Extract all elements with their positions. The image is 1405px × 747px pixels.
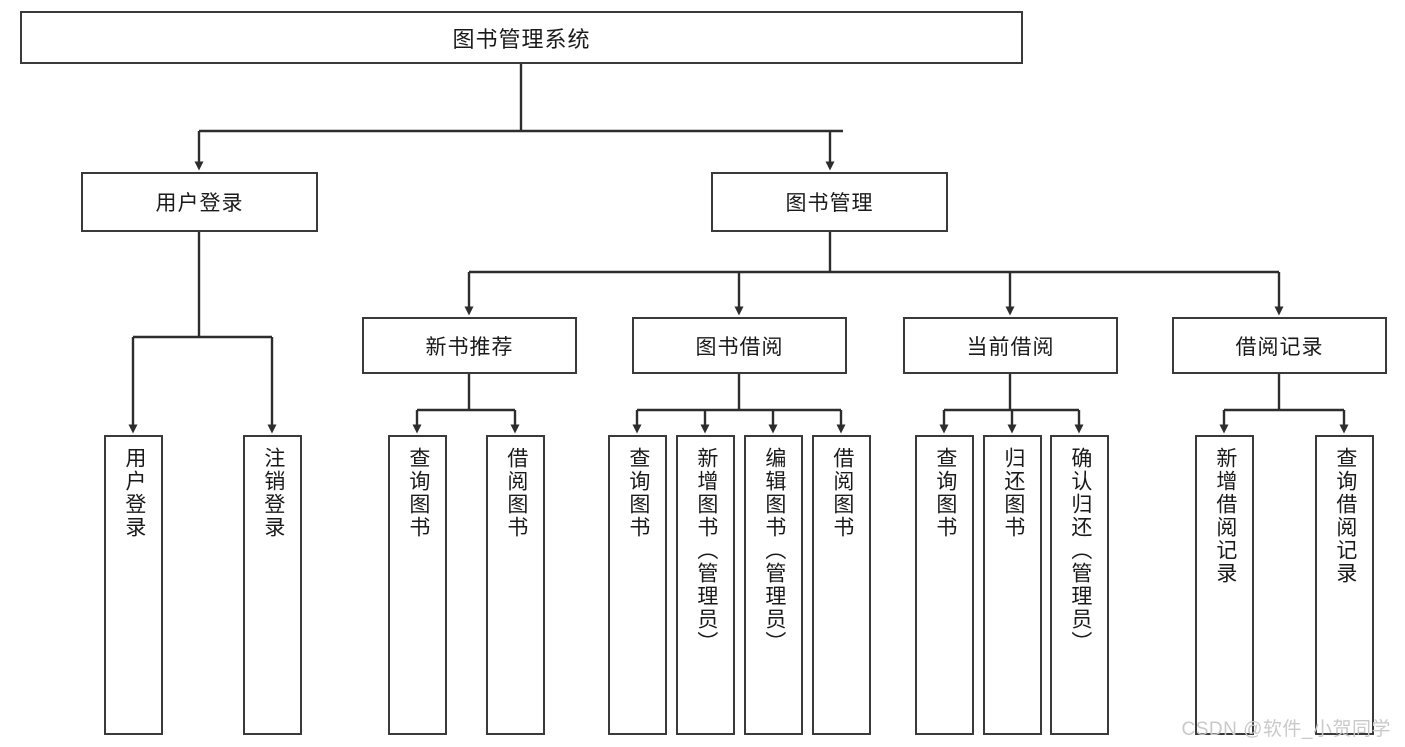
node-root-system[interactable]: 图书管理系统 (20, 11, 1023, 64)
leaf-label: 编辑图书（管理员） (762, 447, 786, 654)
leaf-label: 查询图书 (933, 447, 957, 539)
leaf-node-query-book-current[interactable]: 查询图书 (915, 435, 974, 735)
leaf-label: 用户登录 (122, 447, 146, 539)
leaf-label: 借阅图书 (830, 447, 854, 539)
leaf-node-user-login[interactable]: 用户登录 (104, 435, 163, 735)
leaf-label: 确认归还（管理员） (1068, 447, 1092, 654)
leaf-label: 借阅图书 (504, 447, 528, 539)
node-new-book-recommend[interactable]: 新书推荐 (362, 317, 577, 374)
leaf-label: 注销登录 (261, 447, 285, 539)
leaf-node-query-borrow-record[interactable]: 查询借阅记录 (1315, 435, 1374, 735)
leaf-node-add-borrow-record[interactable]: 新增借阅记录 (1195, 435, 1254, 735)
node-book-borrow[interactable]: 图书借阅 (632, 317, 847, 374)
leaf-label: 新增图书（管理员） (694, 447, 718, 654)
leaf-label: 归还图书 (1001, 447, 1025, 539)
leaf-label: 查询借阅记录 (1333, 447, 1357, 585)
node-book-management[interactable]: 图书管理 (711, 172, 948, 232)
leaf-node-edit-book-admin[interactable]: 编辑图书（管理员） (744, 435, 803, 735)
node-user-login[interactable]: 用户登录 (81, 172, 318, 232)
node-borrow-record[interactable]: 借阅记录 (1172, 317, 1387, 374)
leaf-node-logout[interactable]: 注销登录 (243, 435, 302, 735)
leaf-node-confirm-return-admin[interactable]: 确认归还（管理员） (1050, 435, 1109, 735)
leaf-label: 查询图书 (406, 447, 430, 539)
leaf-node-query-book[interactable]: 查询图书 (608, 435, 667, 735)
leaf-node-return-book[interactable]: 归还图书 (983, 435, 1042, 735)
leaf-label: 新增借阅记录 (1213, 447, 1237, 585)
leaf-node-borrow-book-new[interactable]: 借阅图书 (486, 435, 545, 735)
leaf-node-borrow-book[interactable]: 借阅图书 (812, 435, 871, 735)
leaf-node-add-book-admin[interactable]: 新增图书（管理员） (676, 435, 735, 735)
node-current-borrow[interactable]: 当前借阅 (903, 317, 1118, 374)
leaf-node-query-book-new[interactable]: 查询图书 (388, 435, 447, 735)
leaf-label: 查询图书 (626, 447, 650, 539)
